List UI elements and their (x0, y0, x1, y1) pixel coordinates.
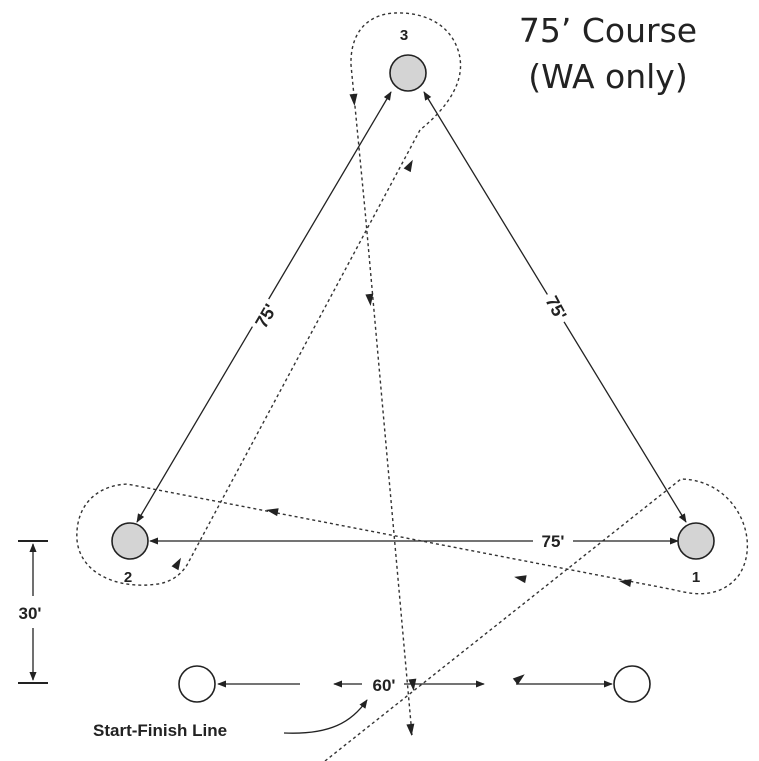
start-marker-right (613, 665, 651, 703)
barrel-1-label: 1 (692, 569, 700, 586)
right-label-bg (532, 285, 580, 331)
run-path (76, 12, 749, 761)
start-finish-pointer (283, 699, 368, 734)
run-arrow (349, 93, 358, 106)
run-arrow (403, 159, 413, 173)
barrel-1 (677, 522, 715, 560)
barrel-2 (111, 522, 149, 560)
start-marker-left (178, 665, 216, 703)
barrel-3-label: 3 (400, 27, 408, 44)
base-distance: 75' (542, 532, 565, 551)
left-label-bg (242, 293, 290, 339)
start-to-barrels-distance: 30' (19, 604, 42, 623)
run-arrow (365, 293, 374, 306)
run-arrow (406, 723, 415, 736)
course-subtitle: (WA only) (528, 57, 687, 96)
barrel-3 (389, 54, 427, 92)
run-arrow (512, 674, 525, 685)
start-finish-label: Start-Finish Line (93, 721, 227, 740)
run-arrow (619, 579, 632, 587)
run-arrow (171, 557, 181, 571)
run-arrow (266, 508, 279, 517)
start-width-distance: 60' (373, 676, 396, 695)
course-title: 75’ Course (519, 11, 697, 50)
barrel-2-label: 2 (124, 569, 132, 586)
run-arrow (514, 575, 527, 584)
run-arrow (408, 678, 417, 691)
